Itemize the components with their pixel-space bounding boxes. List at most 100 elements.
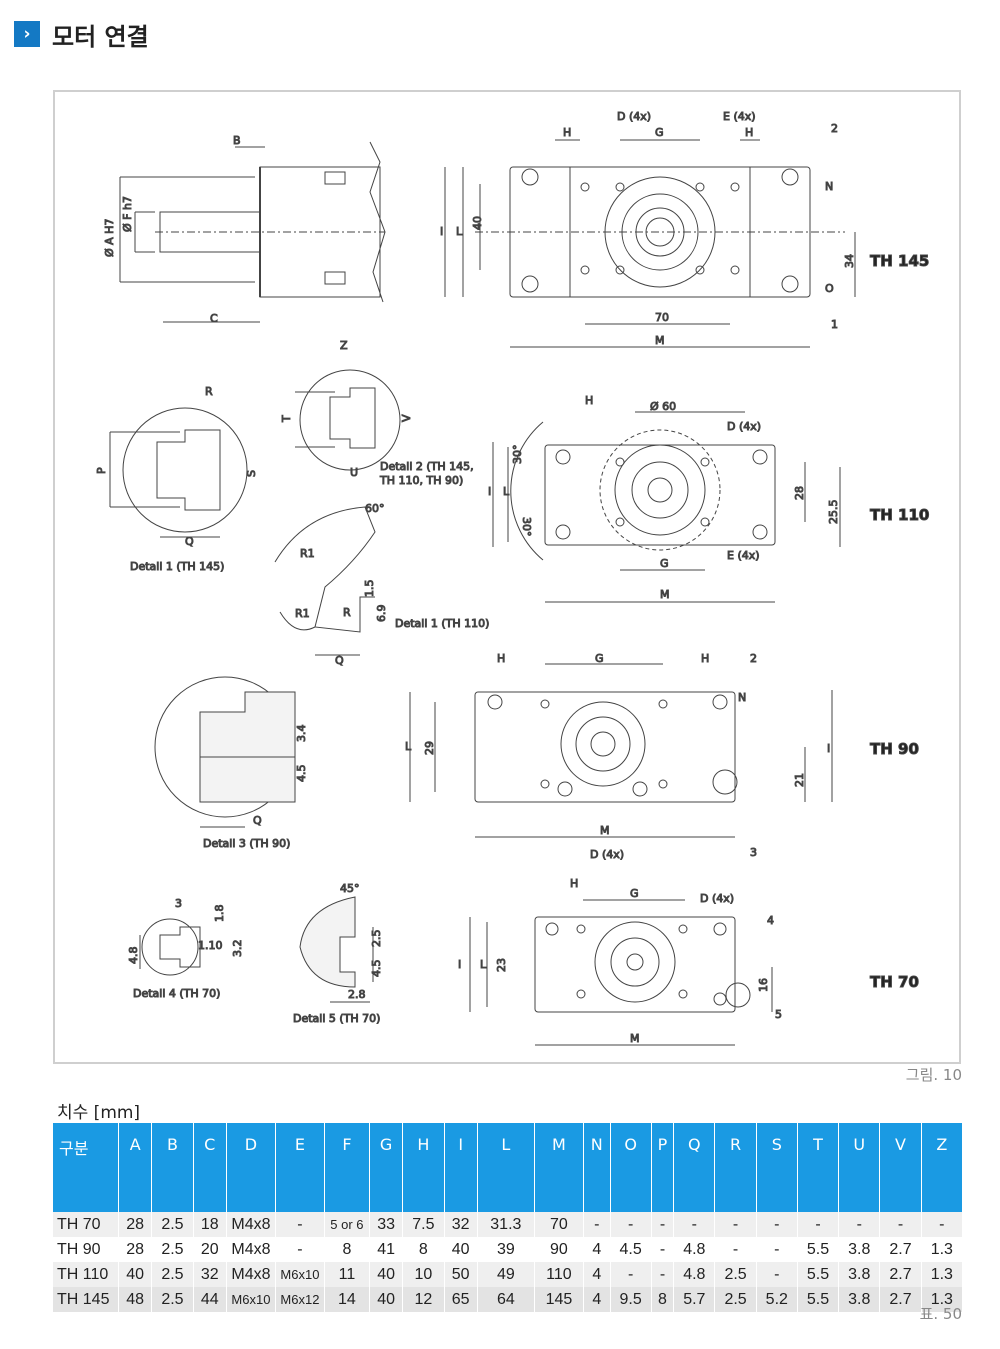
table-cell: - <box>610 1262 652 1287</box>
table-cell: 5 or 6 <box>324 1212 370 1237</box>
table-cell: 33 <box>369 1212 404 1237</box>
table-cell: 5.5 <box>797 1287 840 1312</box>
svg-text:E (4x): E (4x) <box>723 110 756 123</box>
svg-text:16: 16 <box>757 978 770 992</box>
svg-text:70: 70 <box>655 311 669 324</box>
svg-text:Q: Q <box>253 814 262 827</box>
table-cell: - <box>756 1237 798 1262</box>
svg-text:I: I <box>458 958 461 971</box>
th90-front-view <box>409 663 833 838</box>
table-cell: 3.8 <box>838 1262 881 1287</box>
svg-text:G: G <box>655 126 664 139</box>
model-cell: TH 90 <box>53 1237 119 1262</box>
svg-text:H: H <box>563 126 571 139</box>
table-cell: 4 <box>583 1262 611 1287</box>
header-cell: B <box>151 1123 194 1212</box>
table-cell: 90 <box>534 1237 585 1262</box>
table-cell: M6x10 <box>226 1287 276 1312</box>
svg-text:B: B <box>233 134 241 147</box>
svg-text:TH 110, TH 90): TH 110, TH 90) <box>379 474 463 487</box>
table-cell: 3.8 <box>838 1237 881 1262</box>
svg-text:M: M <box>660 588 670 601</box>
header-cell: C <box>193 1123 227 1212</box>
table-cell: - <box>921 1212 964 1237</box>
table-cell: - <box>673 1212 716 1237</box>
svg-text:4.8: 4.8 <box>127 947 140 965</box>
table-cell: 2.7 <box>879 1287 922 1312</box>
model-cell: TH 145 <box>53 1287 119 1312</box>
svg-text:Ø F h7: Ø F h7 <box>121 196 134 232</box>
svg-text:G: G <box>595 652 604 665</box>
svg-text:34: 34 <box>843 254 856 268</box>
svg-text:Detail 1 (TH 145): Detail 1 (TH 145) <box>130 560 224 573</box>
svg-text:2.5: 2.5 <box>370 930 383 948</box>
svg-text:3: 3 <box>750 846 757 859</box>
svg-text:Detail 2 (TH 145,: Detail 2 (TH 145, <box>380 460 474 473</box>
svg-text:3: 3 <box>175 897 182 910</box>
table-cell: M4x8 <box>226 1212 276 1237</box>
th110-front-view <box>492 411 841 603</box>
header-cell: U <box>838 1123 881 1212</box>
table-cell: 9.5 <box>610 1287 652 1312</box>
svg-text:N: N <box>738 691 746 704</box>
table-cell: 39 <box>477 1237 535 1262</box>
table-cell: 50 <box>444 1262 478 1287</box>
header-cell: F <box>324 1123 370 1212</box>
svg-text:3.2: 3.2 <box>231 940 244 958</box>
svg-text:Q: Q <box>335 654 344 667</box>
detail-1-th145 <box>109 407 248 538</box>
page-header: › 모터 연결 <box>14 18 149 51</box>
svg-text:G: G <box>660 557 669 570</box>
svg-text:45°: 45° <box>340 882 360 895</box>
table-cell: 40 <box>369 1287 404 1312</box>
table-cell: 41 <box>369 1237 404 1262</box>
svg-text:H: H <box>497 652 505 665</box>
figure-caption: 그림. 10 <box>905 1066 962 1084</box>
model-cell: TH 70 <box>53 1212 119 1237</box>
svg-text:25.5: 25.5 <box>827 500 840 525</box>
svg-text:H: H <box>701 652 709 665</box>
svg-text:M: M <box>630 1032 640 1045</box>
table-cell: - <box>651 1237 675 1262</box>
svg-text:1.5: 1.5 <box>363 580 376 598</box>
svg-text:L: L <box>480 958 487 971</box>
table-cell: 3.8 <box>838 1287 881 1312</box>
svg-text:1.10: 1.10 <box>198 939 223 952</box>
svg-text:N: N <box>825 180 833 193</box>
svg-text:23: 23 <box>495 958 508 972</box>
table-cell: - <box>756 1262 798 1287</box>
svg-text:5: 5 <box>775 1008 782 1021</box>
th145-side-view <box>119 141 386 323</box>
svg-text:40: 40 <box>471 216 484 230</box>
svg-text:H: H <box>570 877 578 890</box>
svg-text:Ø 60: Ø 60 <box>650 400 676 413</box>
table-row: TH 110 40 2.5 32 M4x8 M6x10 11 40 10 50 … <box>53 1262 964 1287</box>
table-cell: 14 <box>324 1287 370 1312</box>
table-cell: 2.5 <box>151 1212 194 1237</box>
header-cell: V <box>879 1123 922 1212</box>
table-cell: 10 <box>402 1262 445 1287</box>
table-cell: 4.8 <box>673 1262 716 1287</box>
svg-text:O: O <box>825 282 834 295</box>
table-cell: 110 <box>534 1262 585 1287</box>
table-cell: 32 <box>193 1262 227 1287</box>
detail-2 <box>295 369 401 471</box>
table-cell: 70 <box>534 1212 585 1237</box>
table-cell: 40 <box>118 1262 153 1287</box>
table-cell: 32 <box>444 1212 478 1237</box>
header-cell: Z <box>921 1123 964 1212</box>
svg-text:4: 4 <box>767 914 774 927</box>
svg-text:4.5: 4.5 <box>370 960 383 978</box>
table-cell: M6x10 <box>275 1262 325 1287</box>
svg-text:Z: Z <box>340 339 348 352</box>
svg-text:60°: 60° <box>365 502 385 515</box>
table-cell: 2.5 <box>714 1262 757 1287</box>
table-cell: 12 <box>402 1287 445 1312</box>
svg-text:Detail 5 (TH 70): Detail 5 (TH 70) <box>293 1012 380 1025</box>
header-cell: I <box>444 1123 478 1212</box>
svg-text:C: C <box>210 312 218 325</box>
table-cell: - <box>651 1262 675 1287</box>
svg-text:U: U <box>350 466 358 479</box>
header-cell: M <box>534 1123 585 1212</box>
table-cell: 28 <box>118 1237 153 1262</box>
